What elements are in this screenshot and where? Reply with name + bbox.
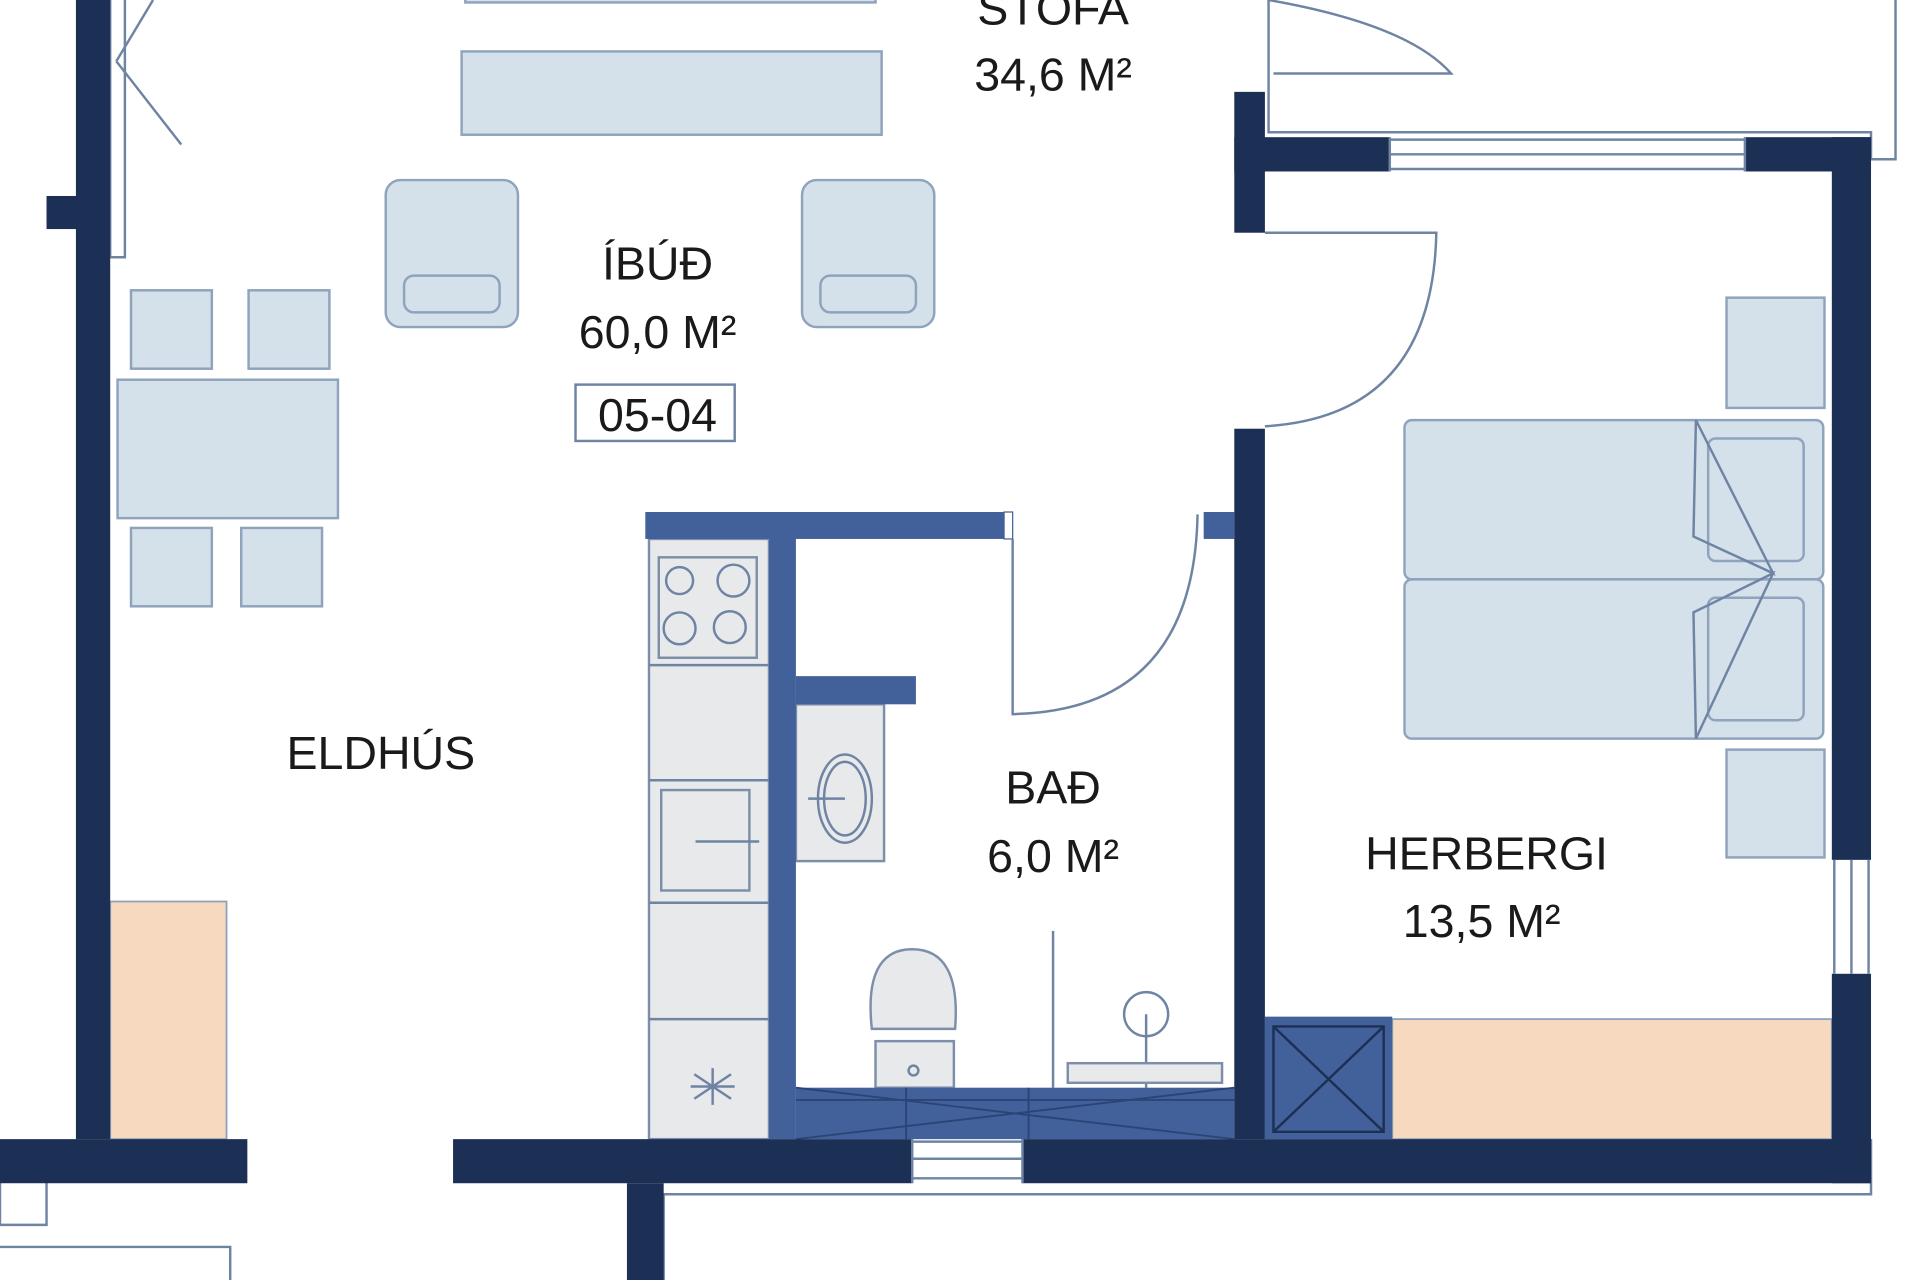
stofa-area: 34,6 M²	[974, 49, 1132, 101]
storage-closet	[109, 900, 228, 1141]
bad-label: BAÐ	[1005, 762, 1101, 814]
unit-number-box	[574, 383, 736, 443]
ibud-label: ÍBÚÐ	[602, 237, 713, 289]
inner-walls	[645, 511, 1393, 1141]
armchair-right	[800, 178, 936, 329]
herbergi-area: 13,5 M²	[1403, 895, 1561, 947]
outer-walls	[0, 0, 1872, 1280]
bad-area: 6,0 M²	[987, 830, 1119, 882]
unit-number: 05-04	[598, 389, 717, 441]
sofa	[464, 0, 877, 4]
stove-top	[657, 556, 758, 659]
toilet	[869, 948, 957, 1031]
living-furniture	[116, 0, 936, 608]
windows	[911, 137, 1870, 1184]
doors	[1011, 0, 1454, 716]
nightstand	[1725, 296, 1826, 410]
ibud-area: 60,0 M²	[579, 306, 737, 358]
double-bed	[1403, 418, 1825, 740]
herbergi-label: HERBERGI	[1365, 828, 1608, 880]
eldhus-label: ELDHÚS	[286, 727, 475, 779]
bedroom-door	[1264, 231, 1438, 428]
bathroom-fixtures	[794, 703, 1224, 1089]
nightstand	[1725, 748, 1826, 859]
tv-bench	[460, 50, 883, 136]
snowflake-icon	[690, 1068, 735, 1105]
dining-set	[116, 289, 340, 608]
balcony-door	[1268, 0, 1454, 75]
wardrobe	[1391, 1018, 1833, 1141]
bathroom-door	[1011, 514, 1199, 716]
stofa-label: STOFA	[977, 0, 1129, 34]
kitchen-counter	[647, 537, 771, 1141]
armchair-left	[384, 178, 520, 329]
bedroom-furniture	[1403, 296, 1826, 859]
